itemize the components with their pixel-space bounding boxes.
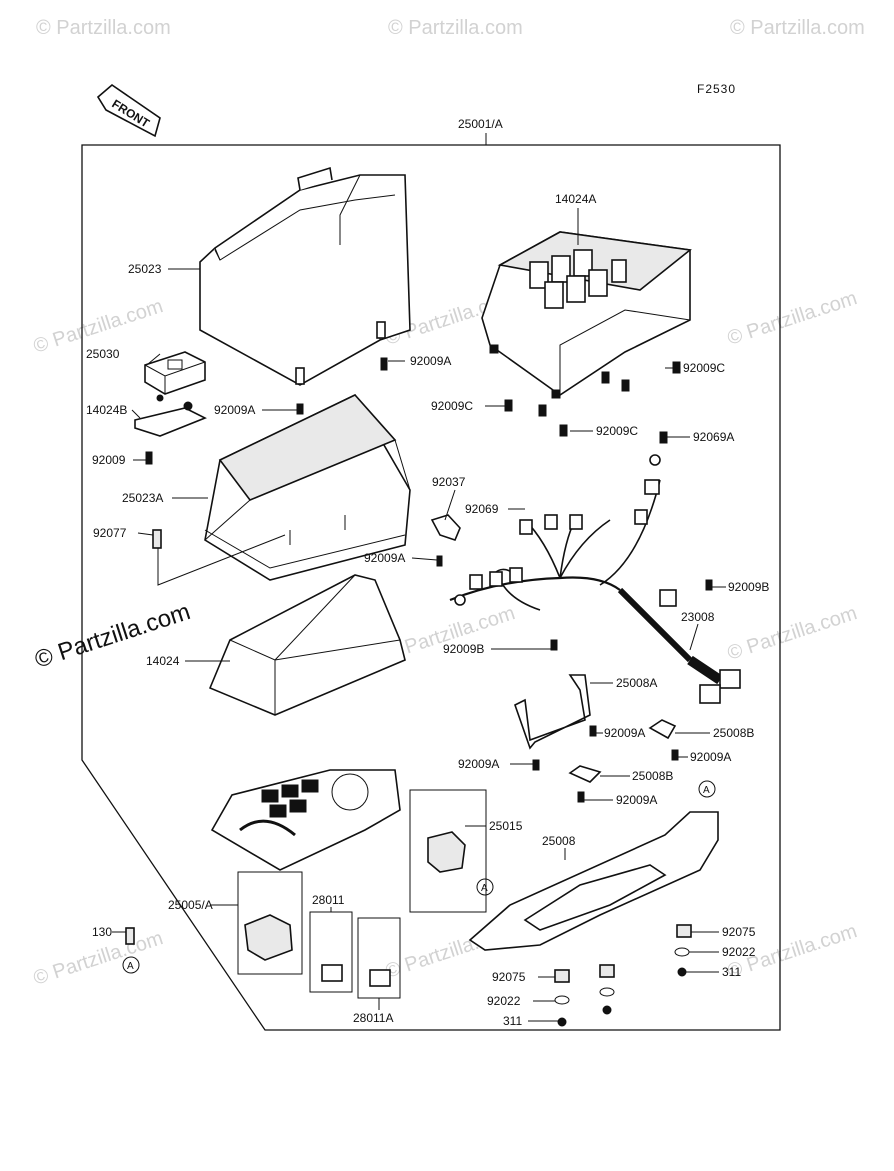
meter-cover-part xyxy=(204,393,411,581)
part-label: 92009 xyxy=(92,453,126,467)
assembly-frame xyxy=(81,133,781,1031)
part-label: 92009C xyxy=(683,361,725,375)
part-label: 311 xyxy=(503,1014,522,1028)
part-label: 92009A xyxy=(604,726,645,740)
part-label: 92077 xyxy=(93,526,127,540)
module-box-part xyxy=(237,871,303,975)
part-label: 28011 xyxy=(312,893,345,907)
part-label: 311 xyxy=(722,965,741,979)
wire-harness-part xyxy=(449,454,741,704)
part-label: 92009C xyxy=(431,399,473,413)
relay-box-28011a-part xyxy=(357,917,401,999)
hardware-parts xyxy=(125,357,713,1027)
part-label: 92009A xyxy=(458,757,499,771)
part-label: 92009B xyxy=(728,580,769,594)
part-label: 92009C xyxy=(596,424,638,438)
clamp-part xyxy=(430,514,461,541)
meter-case-part xyxy=(208,574,406,716)
meter-housing-part xyxy=(199,166,411,386)
part-label: 14024 xyxy=(146,654,180,668)
part-label: 92069A xyxy=(693,430,734,444)
part-label: 92037 xyxy=(432,475,466,489)
part-label: 25008A xyxy=(616,676,657,690)
part-label: 25005/A xyxy=(168,898,213,912)
indicator-part xyxy=(144,351,206,395)
part-label: 25008 xyxy=(542,834,576,848)
fuse-box-part xyxy=(481,231,692,399)
front-arrow-icon: FRONT xyxy=(96,83,161,138)
base-plate-part xyxy=(468,811,719,951)
plate-25008b-part xyxy=(568,719,677,783)
regulator-box-part xyxy=(409,789,487,913)
part-label: 92009B xyxy=(443,642,484,656)
bracket-part xyxy=(134,394,207,437)
part-label: 92009A xyxy=(410,354,451,368)
part-label: 92075 xyxy=(492,970,526,984)
watermark: © Partzilla.com xyxy=(388,17,523,39)
meter-panel-part xyxy=(210,769,401,871)
part-label: 25015 xyxy=(489,819,523,833)
part-label: 25001/A xyxy=(458,117,503,131)
part-label: 25008B xyxy=(713,726,754,740)
part-label: 92009A xyxy=(214,403,255,417)
bracket-25008a-part xyxy=(514,674,591,750)
watermark: © Partzilla.com xyxy=(725,287,860,350)
part-label: 23008 xyxy=(681,610,715,624)
part-label: 28011A xyxy=(353,1011,393,1025)
part-label: 25008B xyxy=(632,769,673,783)
part-label: 25023A xyxy=(122,491,163,505)
part-label: 14024B xyxy=(86,403,127,417)
part-label: 92022 xyxy=(722,945,756,959)
part-label: 92069 xyxy=(465,502,499,516)
part-label: 92022 xyxy=(487,994,521,1008)
part-label: 14024A xyxy=(555,192,596,206)
part-label: 92009A xyxy=(616,793,657,807)
watermark: © Partzilla.com xyxy=(730,17,865,39)
watermark: © Partzilla.com xyxy=(36,17,171,39)
part-labels: 14024A 25023 25030 92009A 92009C 14024B … xyxy=(86,192,769,1028)
part-label: 92009A xyxy=(690,750,731,764)
part-label: 130 xyxy=(92,925,112,939)
svg-text:A: A xyxy=(703,785,710,796)
diagram-code: F2530 xyxy=(697,82,736,96)
part-label: 25030 xyxy=(86,347,120,361)
svg-text:A: A xyxy=(127,961,134,972)
relay-box-28011-part xyxy=(309,911,353,993)
watermark: © Partzilla.com xyxy=(725,602,860,665)
part-label: 92009A xyxy=(364,551,405,565)
part-label: 25023 xyxy=(128,262,162,276)
svg-text:A: A xyxy=(481,883,488,894)
part-label: 92075 xyxy=(722,925,756,939)
callout-marker-icon: A A A xyxy=(122,780,716,974)
leader-lines xyxy=(112,208,726,1022)
